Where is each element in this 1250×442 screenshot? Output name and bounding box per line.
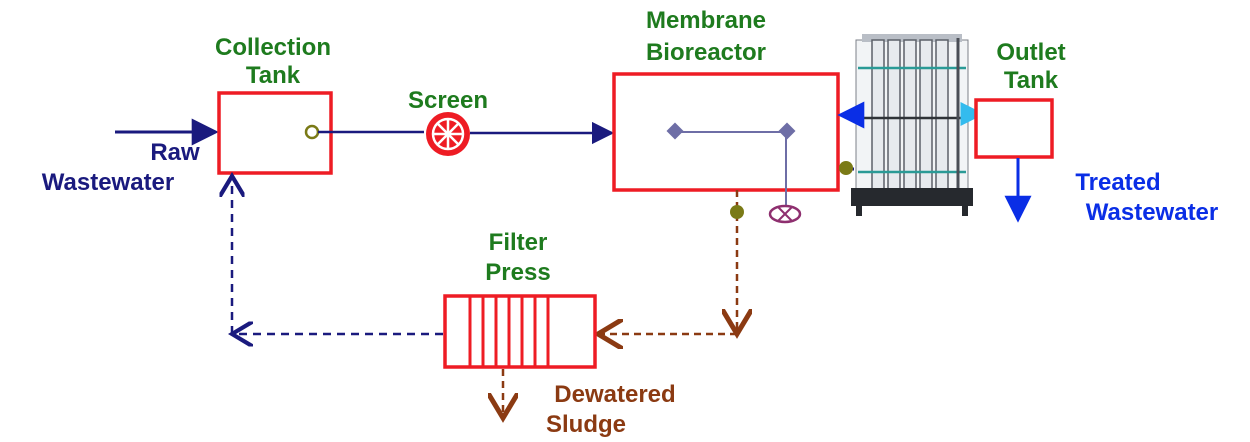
outlet-tank	[974, 98, 1054, 159]
raw-wastewater-label-line1: Raw	[150, 139, 200, 166]
mbr-label-line1: Membrane	[646, 7, 766, 34]
mbr-label-line2: Bioreactor	[646, 39, 766, 66]
raw-wastewater-label-line2: Wastewater	[42, 169, 175, 196]
collection-tank-label-line2: Tank	[246, 62, 301, 89]
membrane-feed-pump	[839, 161, 853, 175]
treated-wastewater-label-line2: Wastewater	[1086, 199, 1219, 226]
diffuser-assembly	[666, 122, 796, 206]
screen-label: Screen	[408, 87, 488, 114]
filter-press-label-line1: Filter	[489, 229, 548, 256]
collection-tank-label-line1: Collection	[215, 34, 331, 61]
sludge-pump	[730, 205, 744, 219]
filter-press	[443, 294, 597, 369]
filter-press-label-line2: Press	[485, 259, 550, 286]
outlet-tank-label-line2: Tank	[1004, 67, 1059, 94]
outlet-tank-label-line1: Outlet	[996, 39, 1065, 66]
dewatered-sludge-label-line2: Sludge	[546, 411, 626, 438]
dewatered-sludge-label-line1: Dewatered	[554, 381, 675, 408]
collection-tank-outlet-valve	[304, 124, 320, 140]
treated-wastewater-label-line1: Treated	[1075, 169, 1160, 196]
aerator-blower-icon	[768, 204, 802, 224]
screen-icon	[426, 112, 470, 156]
membrane-module-image	[851, 34, 973, 216]
